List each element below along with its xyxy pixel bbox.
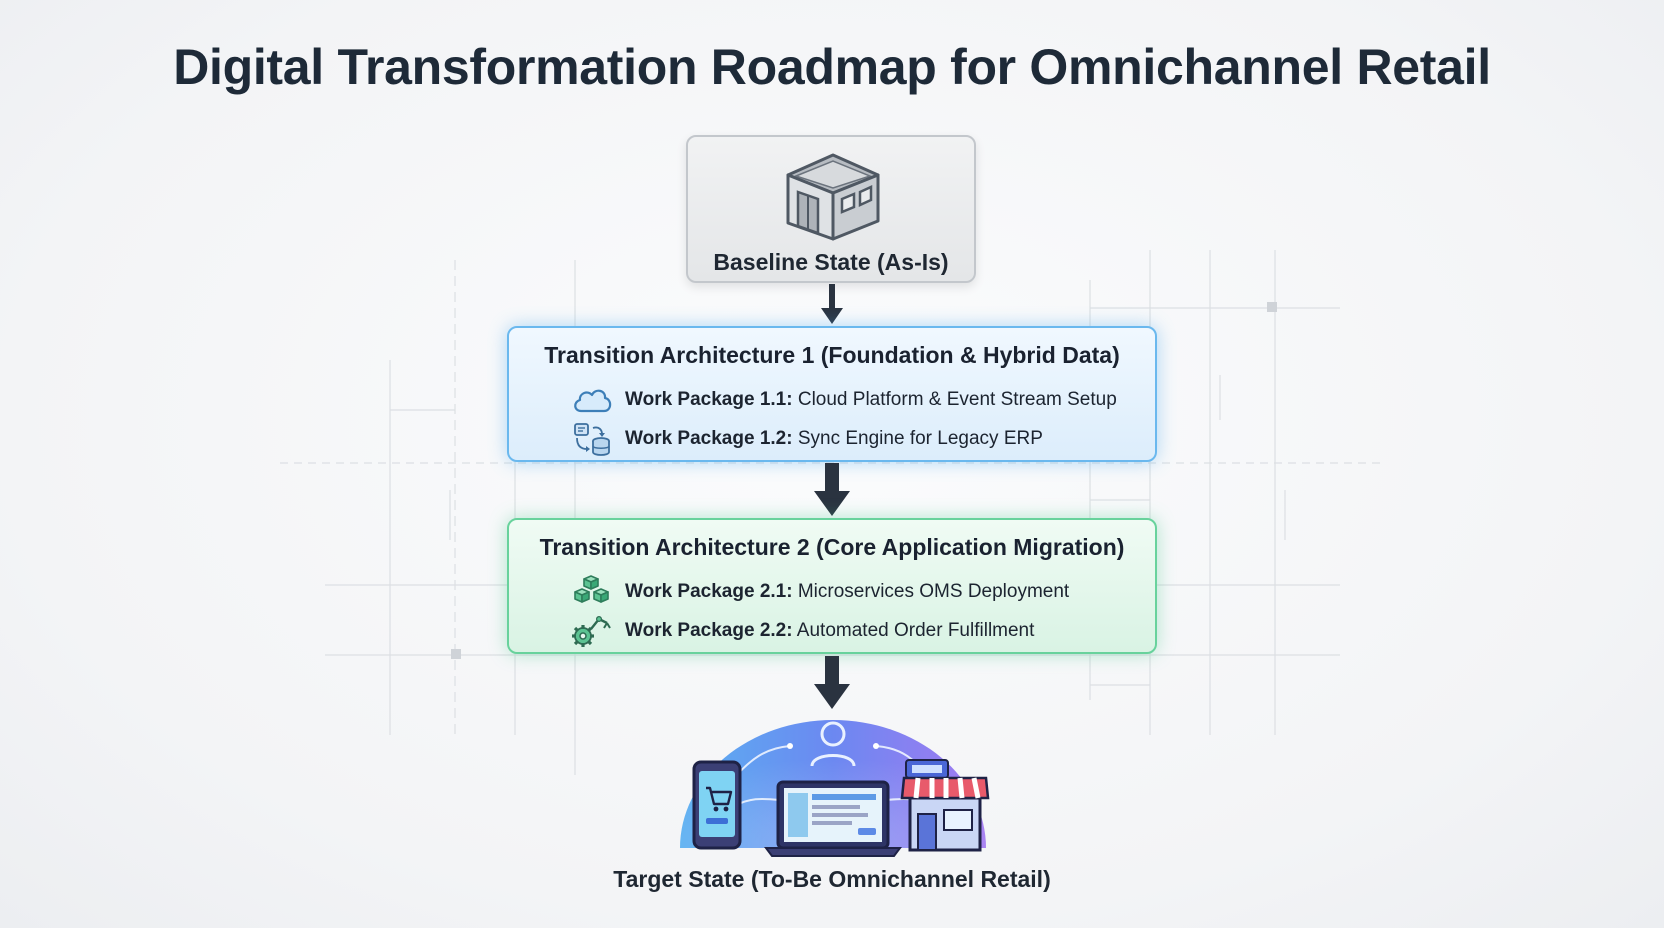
flow-arrow-2: [814, 463, 850, 516]
work-package-2-2: Work Package 2.2: Automated Order Fulfil…: [571, 614, 1034, 648]
target-state-label: Target State (To-Be Omnichannel Retail): [613, 866, 1051, 892]
work-package-2-2-id: Work Package 2.2:: [625, 620, 793, 641]
baseline-state-label: Baseline State (As-Is): [713, 249, 949, 275]
customer-icon: [810, 721, 856, 767]
transition-architecture-2-box: Transition Architecture 2 (Core Applicat…: [507, 518, 1157, 654]
laptop-icon: [764, 780, 902, 857]
transition-architecture-2-title: Transition Architecture 2 (Core Applicat…: [539, 534, 1125, 560]
work-package-1-2-text: Work Package 1.2: Sync Engine for Legacy…: [625, 428, 1043, 450]
work-package-2-1: Work Package 2.1: Microservices OMS Depl…: [571, 575, 1069, 609]
work-package-1-1-desc: Cloud Platform & Event Stream Setup: [792, 389, 1117, 410]
warehouse-icon: [786, 153, 880, 241]
page-title: Digital Transformation Roadmap for Omnic…: [173, 39, 1491, 95]
work-package-2-1-desc: Microservices OMS Deployment: [792, 581, 1070, 602]
gear-robot-arm-icon: [572, 615, 611, 647]
transition-architecture-1-box: Transition Architecture 1 (Foundation & …: [507, 326, 1157, 462]
work-package-2-2-desc: Automated Order Fulfillment: [792, 620, 1035, 641]
work-package-1-2-id: Work Package 1.2:: [625, 428, 793, 449]
target-state-illustration: [680, 720, 990, 857]
work-package-1-1: Work Package 1.1: Cloud Platform & Event…: [571, 383, 1117, 417]
baseline-state-box: Baseline State (As-Is): [686, 135, 976, 283]
flow-arrow-1: [821, 284, 843, 324]
flow-arrow-3: [814, 656, 850, 709]
work-package-1-1-id: Work Package 1.1:: [625, 389, 793, 410]
work-package-1-2-desc: Sync Engine for Legacy ERP: [792, 428, 1043, 449]
work-package-2-1-text: Work Package 2.1: Microservices OMS Depl…: [625, 581, 1069, 603]
work-package-1-1-text: Work Package 1.1: Cloud Platform & Event…: [625, 389, 1117, 411]
work-package-2-1-id: Work Package 2.1:: [625, 581, 793, 602]
mobile-cart-icon: [692, 760, 742, 850]
cloud-icon: [574, 389, 612, 413]
work-package-1-2: Work Package 1.2: Sync Engine for Legacy…: [571, 422, 1043, 456]
database-sync-icon: [574, 423, 610, 456]
transition-architecture-1-title: Transition Architecture 1 (Foundation & …: [544, 342, 1120, 368]
work-package-2-2-text: Work Package 2.2: Automated Order Fulfil…: [625, 620, 1034, 642]
microservices-cubes-icon: [574, 575, 609, 603]
storefront-icon: [900, 759, 990, 852]
